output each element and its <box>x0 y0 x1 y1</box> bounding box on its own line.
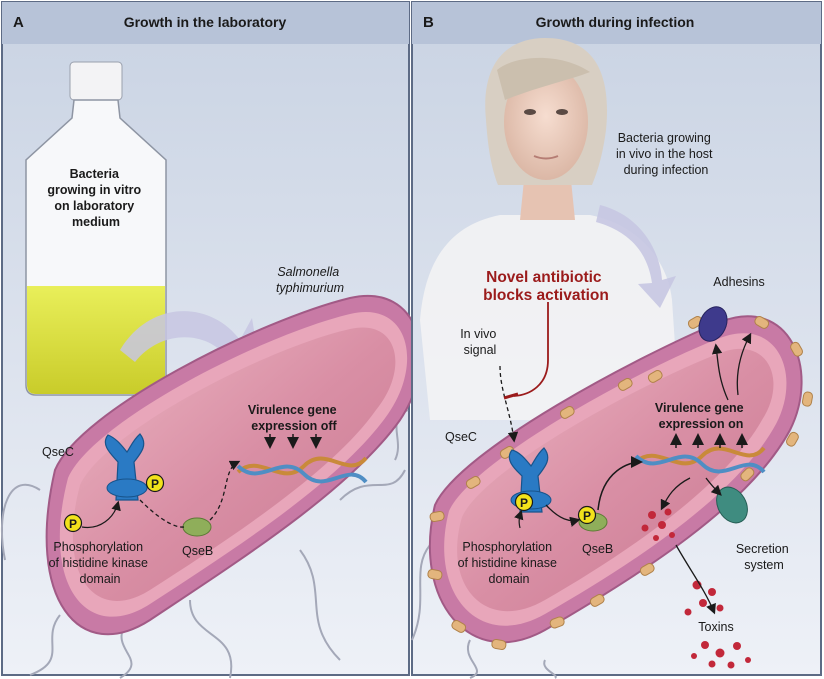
inhibition-bar <box>503 392 519 400</box>
secretion-system-protein <box>716 486 748 524</box>
phosphorylation-label-line: of histidine kinase <box>49 556 148 570</box>
virulence-label-line: expression off <box>251 419 337 433</box>
toxin-particles <box>641 508 751 669</box>
host-label-line: Bacteria growing <box>618 131 711 145</box>
flagella <box>411 544 557 679</box>
host-mouth <box>533 155 559 160</box>
virulence-label-line: expression on <box>659 417 744 431</box>
toxins-label: Toxins <box>698 620 733 634</box>
virulence-off-label: Virulence gene expression off <box>248 403 340 433</box>
signal-arrow <box>499 365 519 443</box>
qsec-qseb-link <box>545 504 581 527</box>
panel-b-letter: B <box>423 14 434 31</box>
phosphorylation-arrow <box>514 509 524 529</box>
toxin-arrow <box>660 477 691 511</box>
expression-arrows <box>264 434 322 449</box>
phosphorylation-arrow <box>81 500 121 529</box>
host-fringe <box>497 57 590 100</box>
virulence-on-label: Virulence gene expression on <box>655 401 747 431</box>
qseb-label: QseB <box>182 544 213 558</box>
secretion-label: Secretion system <box>736 542 792 572</box>
phosphate-group <box>577 505 597 525</box>
signal-label: In vivo signal <box>460 327 500 357</box>
bacterium-b <box>429 315 803 644</box>
phosphorylation-label: Phosphorylation of histidine kinase doma… <box>49 540 152 586</box>
phosphorylation-label-line: domain <box>489 572 530 586</box>
phosphate-group <box>514 492 534 512</box>
flask-label-line: Bacteria <box>70 167 120 181</box>
qseb-dna-link <box>209 460 241 521</box>
host-label: Bacteria growing in vivo in the host dur… <box>616 131 716 177</box>
phosphorylation-label-line: of histidine kinase <box>458 556 557 570</box>
panel-a-header-band <box>2 2 409 44</box>
flask-label-line: growing in vitro <box>47 183 141 197</box>
phosphate-label: P <box>583 509 591 523</box>
organism-name-line: typhimurium <box>276 281 344 295</box>
toxin-release-arrow <box>675 544 716 615</box>
flask-cap <box>69 61 123 101</box>
host-eye <box>556 109 568 115</box>
transition-arrow <box>596 205 676 308</box>
culture-medium <box>27 286 165 394</box>
phosphate-label: P <box>69 517 77 531</box>
qseb-label: QseB <box>582 542 613 556</box>
qsec-qseb-link <box>139 499 185 528</box>
phosphorylation-label-line: Phosphorylation <box>462 540 552 554</box>
antibiotic-label-line: blocks activation <box>483 287 609 304</box>
adhesin-arrow <box>736 332 752 396</box>
organism-name-line: Salmonella <box>277 265 339 279</box>
qsec-label: QseC <box>445 430 477 444</box>
panel-b: P P B Growth during infection Bacteria g… <box>411 1 822 679</box>
cytoplasm <box>457 348 774 612</box>
phosphorylation-label: Phosphorylation of histidine kinase doma… <box>458 540 561 586</box>
secretion-label-line: system <box>744 558 784 572</box>
dna-helix <box>634 446 766 474</box>
adhesin-arrow <box>711 343 729 401</box>
secretion-arrow <box>705 477 722 496</box>
qseb-protein <box>182 517 212 537</box>
panel-a-letter: A <box>13 14 24 31</box>
flask-label: Bacteria growing in vitro on laboratory … <box>47 167 144 229</box>
qsec-label: QseC <box>42 445 74 459</box>
phosphorylation-label-line: Phosphorylation <box>53 540 143 554</box>
expression-arrows <box>670 433 748 448</box>
adhesin-protein <box>698 306 728 342</box>
phosphorylation-label-line: domain <box>80 572 121 586</box>
flask-label-line: medium <box>72 215 120 229</box>
host-person <box>420 38 680 420</box>
antibiotic-label-line: Novel antibiotic <box>486 269 602 286</box>
signal-label-line: In vivo <box>460 327 496 341</box>
host-label-line: during infection <box>624 163 709 177</box>
host-eye <box>524 109 536 115</box>
organism-name: Salmonella typhimurium <box>276 265 344 295</box>
qseb-dna-link <box>597 456 643 511</box>
adhesins-label: Adhesins <box>713 275 764 289</box>
dna-helix <box>236 456 368 484</box>
phosphate-label: P <box>520 496 528 510</box>
panel-a: Bacteria growing in vitro on laboratory … <box>1 1 422 679</box>
antibiotic-pointer <box>513 302 549 397</box>
virulence-label-line: Virulence gene <box>248 403 337 417</box>
virulence-label-line: Virulence gene <box>655 401 744 415</box>
antibiotic-label: Novel antibiotic blocks activation <box>483 269 609 304</box>
panel-a-title: Growth in the laboratory <box>124 14 287 30</box>
host-label-line: in vivo in the host <box>616 147 713 161</box>
signal-label-line: signal <box>464 343 497 357</box>
phosphate-group <box>63 513 83 533</box>
panel-b-header-band <box>412 2 821 44</box>
qsec-receptor: P <box>104 433 165 501</box>
host-shirt <box>420 215 680 420</box>
flask-label-line: on laboratory <box>54 199 134 213</box>
phosphate-label: P <box>151 477 159 491</box>
secretion-label-line: Secretion <box>736 542 789 556</box>
surface-pili <box>427 315 814 651</box>
phosphate-group <box>145 473 165 493</box>
host-face <box>504 64 588 180</box>
panel-b-title: Growth during infection <box>536 14 695 30</box>
